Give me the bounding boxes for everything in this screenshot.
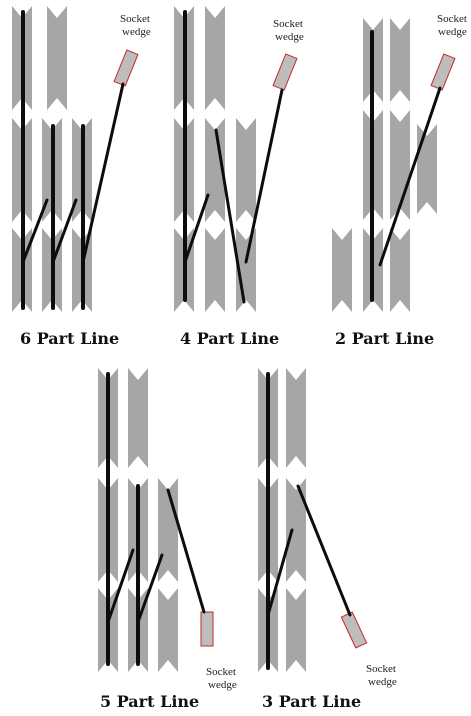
socket-wedge [113, 49, 139, 87]
caption-2-part-line: 2 Part Line [335, 329, 434, 348]
wire-rope-segment [266, 528, 294, 617]
wire-rope-segment [51, 198, 78, 264]
sheave [205, 118, 225, 222]
socket-wedge-label-3-line1: Socket [366, 663, 396, 675]
socket-wedge [340, 611, 368, 649]
sheave [205, 228, 225, 312]
wire-rope-segment [296, 484, 352, 617]
sheave [390, 18, 410, 102]
sheave [390, 228, 410, 312]
socket-wedge-label-4-line1: Socket [273, 18, 303, 30]
sheave [332, 228, 352, 312]
wire-rope-segment [136, 553, 164, 624]
sheave [417, 124, 437, 214]
socket-wedge-label-3-line2: wedge [368, 676, 397, 688]
sheave [286, 588, 306, 672]
sheave [286, 368, 306, 468]
sheave [205, 6, 225, 110]
wire-rope-segment [106, 548, 135, 624]
caption-3-part-line: 3 Part Line [262, 692, 361, 711]
wire-rope-segment [81, 82, 125, 264]
wire-rope-segment [378, 86, 442, 267]
sheave [286, 478, 306, 582]
socket-wedge-label-5-line1: Socket [206, 666, 236, 678]
wire-rope-layer [21, 10, 442, 670]
sheave [128, 368, 148, 468]
sheave [236, 118, 256, 222]
socket-wedge-label-6-line2: wedge [122, 26, 151, 38]
wire-rope-segment [166, 488, 206, 614]
caption-4-part-line: 4 Part Line [180, 329, 279, 348]
socket-wedge-label-6-line1: Socket [120, 13, 150, 25]
socket-wedge [272, 53, 298, 91]
wire-rope-segment [214, 128, 246, 304]
socket-wedge [200, 611, 214, 647]
socket-wedge [430, 53, 456, 91]
socket-wedge-label-4-line2: wedge [275, 31, 304, 43]
socket-wedge-label-5-line2: wedge [208, 679, 237, 691]
caption-6-part-line: 6 Part Line [20, 329, 119, 348]
caption-5-part-line: 5 Part Line [100, 692, 199, 711]
wire-rope-segment [21, 198, 49, 264]
sheave [47, 6, 67, 110]
wire-rope-segment [183, 193, 210, 264]
wire-rope-segment [244, 88, 284, 264]
socket-layer [113, 49, 456, 649]
sheave [158, 588, 178, 672]
socket-wedge-label-2-line1: Socket [437, 13, 467, 25]
socket-wedge-label-2-line2: wedge [438, 26, 467, 38]
